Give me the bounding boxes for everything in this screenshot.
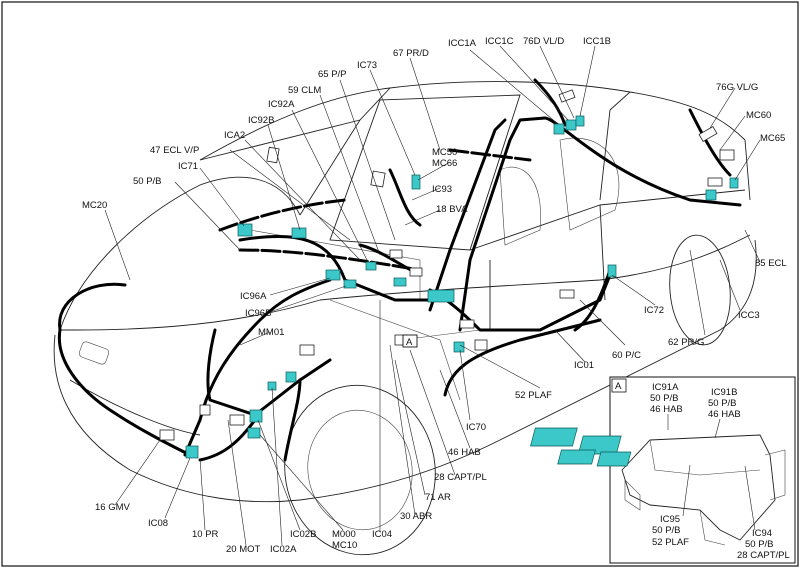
- label-ic08: IC08: [148, 518, 168, 529]
- label-18-bva: 18 BVA: [436, 204, 468, 215]
- label-ic02b: IC02B: [290, 529, 316, 540]
- component-plates: [159, 89, 735, 441]
- label-16-gmv: 16 GMV: [95, 502, 131, 513]
- label-52-plaf: 52 PLAF: [515, 390, 552, 401]
- label-ic73: IC73: [357, 60, 377, 71]
- inset-ic91b-line1: 50 P/B: [708, 398, 737, 409]
- connector-ic02b: [249, 409, 263, 423]
- connector-ic71: [237, 223, 253, 237]
- label-ic70: IC70: [466, 422, 486, 433]
- label-ica2: ICA2: [224, 130, 245, 141]
- inset-ic91a: IC91A: [652, 382, 679, 393]
- connector-ic96b: [343, 279, 357, 289]
- label-icc3: ICC3: [738, 310, 760, 321]
- label-46-hab: 46 HAB: [448, 447, 481, 458]
- label-ic96a: IC96A: [240, 291, 267, 302]
- inset-connector-ic95: [557, 449, 596, 465]
- inset-ic91b-line2: 46 HAB: [708, 409, 741, 420]
- label-28-capt-pl: 28 CAPT/PL: [434, 472, 487, 483]
- label-mc10: MC10: [332, 540, 357, 551]
- label-ic71: IC71: [178, 161, 198, 172]
- label-47-ecl-vp: 47 ECL V/P: [150, 145, 199, 156]
- label-ic04: IC04: [372, 529, 392, 540]
- connectors: [185, 115, 739, 459]
- car-body: [53, 81, 757, 556]
- label-10-pr: 10 PR: [192, 529, 219, 540]
- label-59-clm: 59 CLM: [288, 85, 321, 96]
- inset-connector-ic91a: [530, 427, 578, 447]
- inset-ic95: IC95: [660, 514, 680, 525]
- connector-a-block: [427, 289, 455, 303]
- label-mc60: MC60: [746, 110, 771, 121]
- connector-icc1a: [553, 123, 565, 135]
- marker-a-box: [402, 334, 418, 348]
- label-mm01: MM01: [258, 327, 284, 338]
- label-icc1b: ICC1B: [583, 36, 611, 47]
- label-65-p-p: 65 P/P: [318, 69, 347, 80]
- label-ic02a: IC02A: [270, 544, 297, 555]
- inset-ic94-line1: 50 P/B: [745, 539, 774, 550]
- label-mc20: MC20: [82, 200, 107, 211]
- inset-detail-a: A IC91A 50 P/B 46 HAB IC91B 50 P/B 46 HA…: [530, 376, 796, 564]
- label-ic92b: IC92B: [248, 115, 274, 126]
- label-mc50: MC50: [432, 147, 457, 158]
- inset-ic94-line2: 28 CAPT/PL: [737, 550, 790, 561]
- label-ic93: IC93: [432, 184, 452, 195]
- label-ic72: IC72: [644, 305, 664, 316]
- marker-a-label: A: [406, 337, 413, 348]
- label-ic92a: IC92A: [268, 99, 295, 110]
- inset-title: A: [615, 381, 622, 392]
- label-76g-vl-g: 76G VL/G: [716, 82, 758, 93]
- label-mc65: MC65: [760, 133, 785, 144]
- connector-mc60: [705, 189, 717, 201]
- label-76d-vl-d: 76D VL/D: [523, 36, 564, 47]
- label-71-ar: 71 AR: [425, 492, 451, 503]
- connector-ic93: [393, 277, 407, 287]
- inset-frame: [609, 376, 796, 564]
- label-mc66: MC66: [432, 158, 457, 169]
- label-85-ecl: 85 ECL: [755, 258, 787, 269]
- label-60-p-c: 60 P/C: [612, 350, 641, 361]
- label-50-p-b: 50 P/B: [133, 176, 162, 187]
- label-m000: M000: [332, 529, 356, 540]
- connector-ic96a: [325, 269, 341, 281]
- label-62-pr-g: 62 PR/G: [668, 337, 704, 348]
- leader-lines: [104, 45, 761, 546]
- label-30-abr: 30 ABR: [400, 511, 432, 522]
- inset-ic91a-line2: 46 HAB: [650, 404, 683, 415]
- label-icc1c: ICC1C: [485, 36, 514, 47]
- label-67-pr-d: 67 PR/D: [393, 48, 429, 59]
- connector-ic08: [185, 445, 199, 459]
- connector-mc65: [729, 177, 739, 189]
- inset-ic94: IC94: [752, 528, 772, 539]
- connector-icc1c: [565, 119, 577, 131]
- label-ic01: IC01: [574, 360, 594, 371]
- connector-ica2: [291, 227, 307, 239]
- inset-ic95-line2: 52 PLAF: [652, 537, 689, 548]
- inset-ic91a-line1: 50 P/B: [650, 393, 679, 404]
- inset-ic91b: IC91B: [711, 387, 737, 398]
- inset-connector-ic94: [596, 451, 632, 467]
- inset-connector-ic91b: [577, 435, 622, 455]
- connector-mc50: [411, 174, 421, 190]
- connector-ic72: [607, 264, 617, 278]
- label-ic96b: IC96B: [245, 308, 271, 319]
- callout-labels: ICC1A ICC1C 76D VL/D ICC1B 67 PR/D IC73 …: [82, 36, 787, 555]
- connector-ic70: [453, 341, 465, 353]
- inset-ic95-line1: 50 P/B: [652, 525, 681, 536]
- connector-icc1b: [575, 115, 585, 127]
- connector-ic92a: [365, 261, 377, 271]
- label-icc1a: ICC1A: [448, 38, 477, 49]
- label-20-mot: 20 MOT: [226, 544, 261, 555]
- connector-mm01: [285, 371, 297, 383]
- connector-m000: [247, 427, 261, 439]
